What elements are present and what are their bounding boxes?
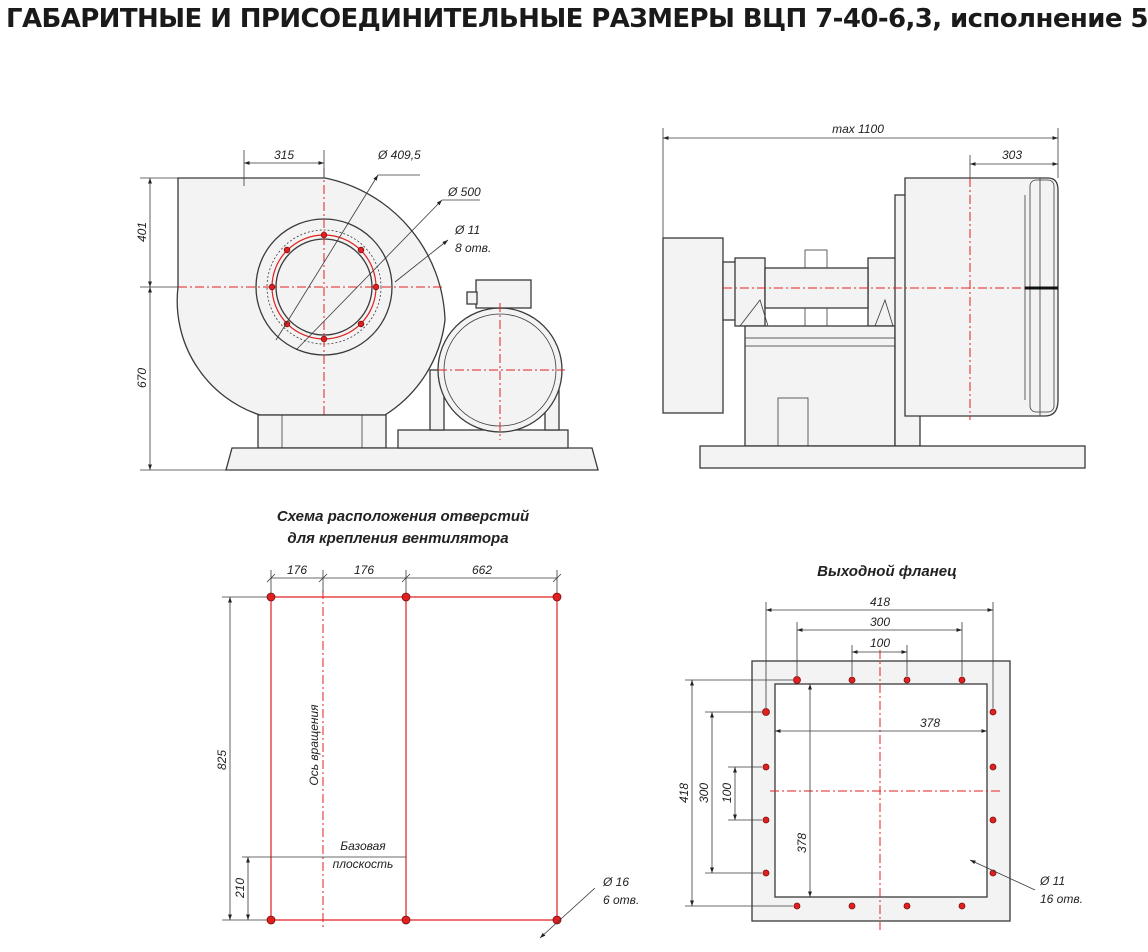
base-plane-label-2: плоскость bbox=[333, 857, 394, 871]
dim-176b: 176 bbox=[354, 563, 374, 577]
inlet-flange-side bbox=[662, 237, 724, 414]
page-title: ГАБАРИТНЫЕ И ПРИСОЕДИНИТЕЛЬНЫЕ РАЗМЕРЫ В… bbox=[6, 4, 1148, 34]
fan-housing bbox=[176, 177, 446, 416]
base-plane-label-1: Базовая bbox=[340, 839, 386, 853]
base-frame bbox=[225, 447, 599, 471]
mount-hole-d16: Ø 16 bbox=[602, 875, 629, 889]
dim-100-top: 100 bbox=[870, 636, 890, 650]
dim-d500: Ø 500 bbox=[447, 185, 481, 199]
rotation-axis-label: Ось вращения bbox=[307, 704, 321, 786]
dim-662: 662 bbox=[472, 563, 492, 577]
base-frame-side bbox=[699, 445, 1086, 469]
dim-d409: Ø 409,5 bbox=[377, 148, 421, 162]
mount-scheme: Схема расположения отверстий для креплен… bbox=[215, 508, 639, 939]
dim-378-h: 378 bbox=[920, 716, 940, 730]
dim-holes8: 8 отв. bbox=[455, 241, 491, 255]
dim-100-left: 100 bbox=[720, 783, 734, 803]
dim-210: 210 bbox=[233, 878, 247, 899]
dim-d11: Ø 11 bbox=[454, 223, 480, 237]
dim-315: 315 bbox=[274, 148, 294, 162]
dim-300-top: 300 bbox=[870, 615, 890, 629]
dim-303: 303 bbox=[1002, 148, 1022, 162]
mount-hole-count: 6 отв. bbox=[603, 893, 639, 907]
dim-670: 670 bbox=[135, 368, 149, 388]
dim-418-left: 418 bbox=[677, 783, 691, 803]
dim-max1100: max 1100 bbox=[832, 122, 884, 136]
side-view: max 1100 303 bbox=[662, 122, 1086, 469]
mount-caption-1: Схема расположения отверстий bbox=[277, 508, 529, 525]
fan-housing-side bbox=[904, 177, 1059, 417]
flange-hole-count: 16 отв. bbox=[1040, 892, 1083, 906]
outlet-flange: Выходной фланец 418 bbox=[677, 563, 1083, 930]
flange-caption: Выходной фланец bbox=[817, 563, 957, 580]
dim-378-v: 378 bbox=[795, 833, 809, 853]
mount-caption-2: для крепления вентилятора bbox=[287, 530, 508, 547]
dim-825: 825 bbox=[215, 750, 229, 770]
bearing-pedestal bbox=[744, 325, 896, 447]
mount-holes bbox=[266, 592, 562, 925]
drawing-canvas: 315 Ø 409,5 Ø 500 Ø 11 8 отв. 401 670 bbox=[135, 122, 1086, 939]
dim-300-left: 300 bbox=[697, 783, 711, 803]
front-view: 315 Ø 409,5 Ø 500 Ø 11 8 отв. 401 670 bbox=[135, 148, 599, 471]
dim-401: 401 bbox=[135, 222, 149, 242]
dim-418-top: 418 bbox=[870, 595, 890, 609]
dim-176a: 176 bbox=[287, 563, 307, 577]
motor-terminal-box bbox=[475, 279, 532, 309]
flange-holes bbox=[762, 676, 997, 910]
flange-hole-d11: Ø 11 bbox=[1039, 874, 1065, 888]
